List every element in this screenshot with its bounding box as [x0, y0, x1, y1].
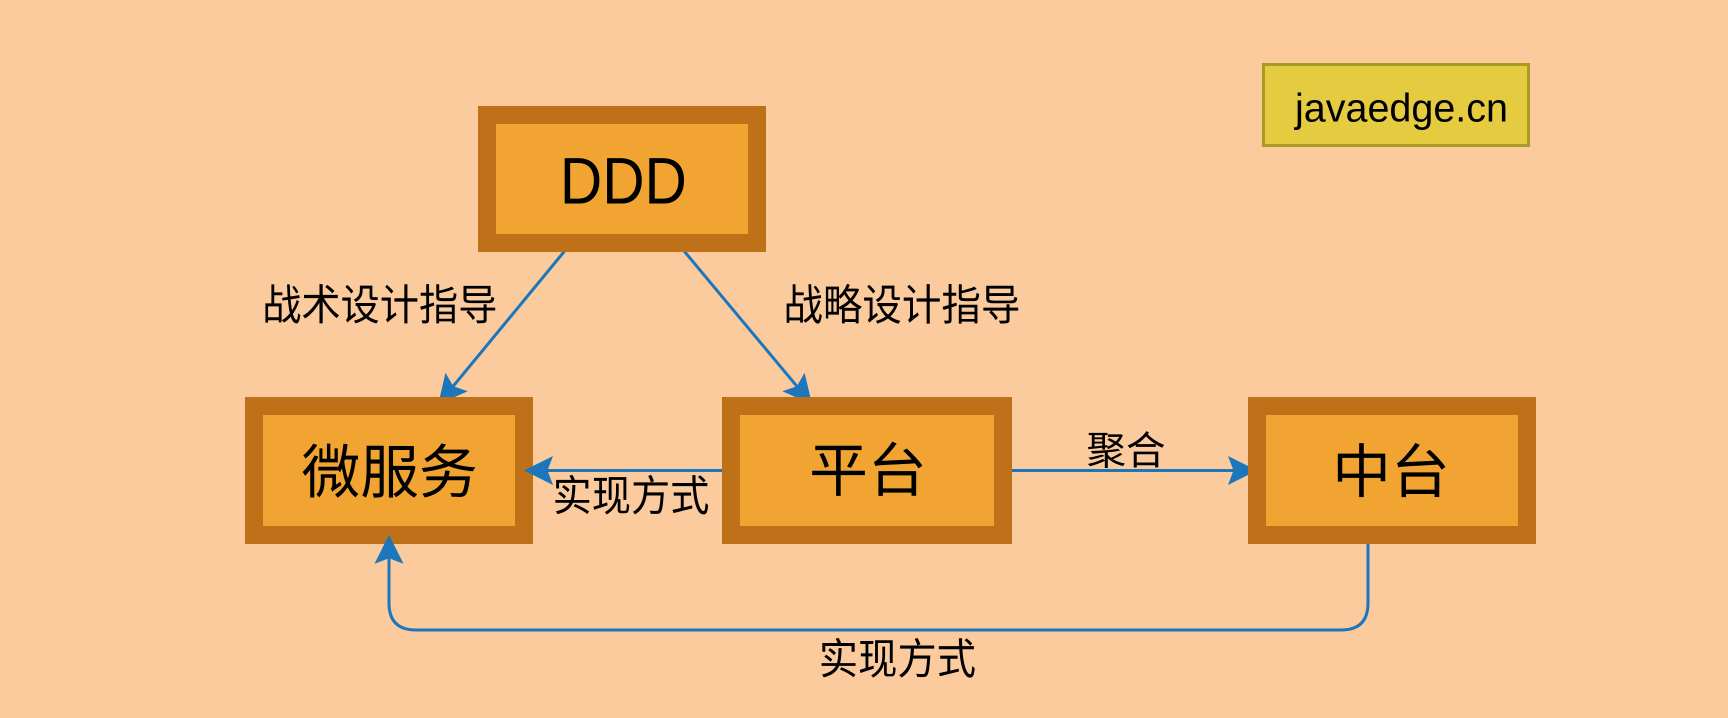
- svg-text:DDD: DDD: [560, 145, 687, 218]
- svg-text:javaedge.cn: javaedge.cn: [1294, 87, 1508, 131]
